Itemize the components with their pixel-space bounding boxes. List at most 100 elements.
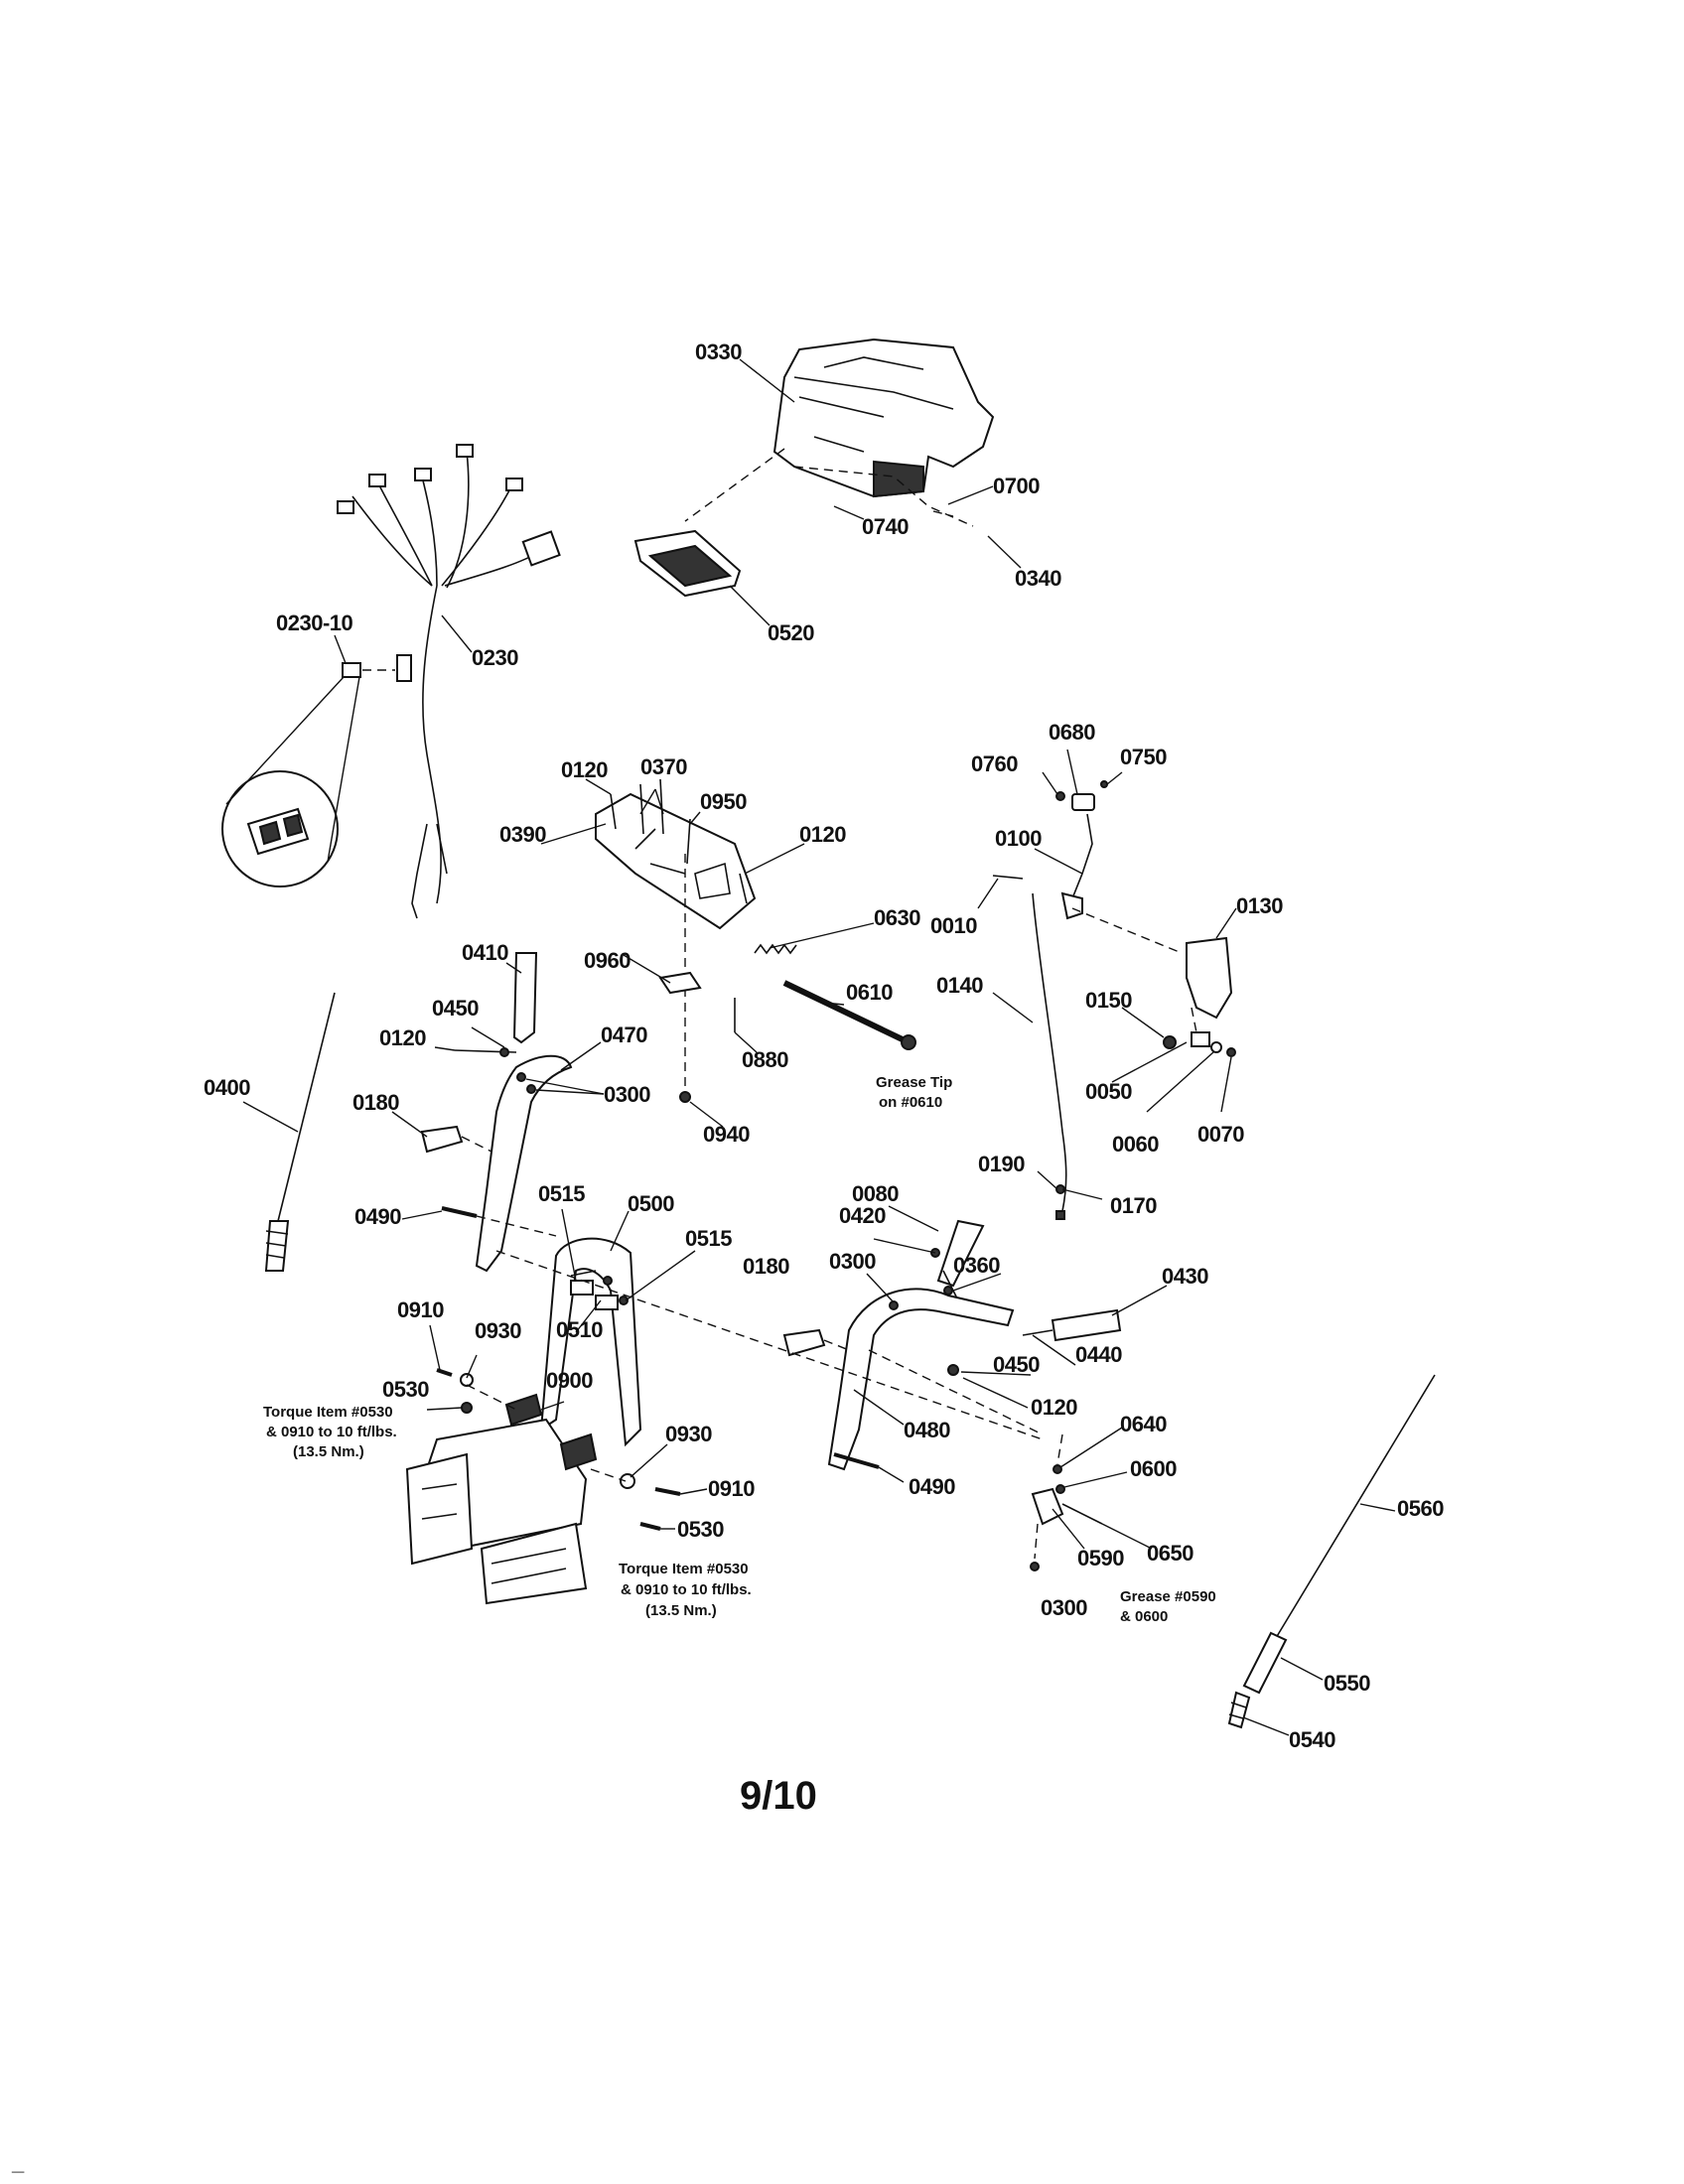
label-0550: 0550 [1324, 1671, 1370, 1696]
label-0560: 0560 [1397, 1496, 1444, 1521]
label-0480: 0480 [904, 1418, 950, 1442]
label-0060: 0060 [1112, 1132, 1159, 1157]
label-0650: 0650 [1147, 1541, 1193, 1566]
label-0100: 0100 [995, 826, 1042, 851]
right-grip-part [947, 1308, 1122, 1376]
label-0515-right: 0515 [685, 1226, 732, 1251]
label-0410: 0410 [462, 940, 508, 965]
label-0540: 0540 [1289, 1727, 1335, 1752]
label-0330: 0330 [695, 340, 742, 364]
label-0300-right-lower: 0300 [1041, 1595, 1087, 1620]
right-lever-grip-part [930, 1219, 985, 1301]
label-0600: 0600 [1130, 1456, 1177, 1481]
label-0400: 0400 [204, 1075, 250, 1100]
label-0490-left: 0490 [354, 1204, 401, 1229]
label-0530-left: 0530 [382, 1377, 429, 1402]
right-lever-part [992, 780, 1108, 920]
label-0230: 0230 [472, 645, 518, 670]
label-0190: 0190 [978, 1152, 1025, 1176]
label-0515-left: 0515 [538, 1181, 585, 1206]
label-0590: 0590 [1077, 1546, 1124, 1570]
left-cable-part [264, 992, 336, 1272]
label-0950: 0950 [700, 789, 747, 814]
label-0880: 0880 [742, 1047, 788, 1072]
label-0120-plate-left: 0120 [561, 757, 608, 782]
left-frame-hardware-part [436, 1368, 517, 1414]
left-clip-part [420, 1125, 492, 1154]
label-0960: 0960 [584, 948, 631, 973]
note-torque-right-line2: & 0910 to 10 ft/lbs. [621, 1581, 752, 1598]
note-torque-left-line2: & 0910 to 10 ft/lbs. [266, 1424, 397, 1440]
left-grip-part [454, 952, 538, 1057]
assembly-lines [495, 448, 1044, 1440]
right-bolt-part [833, 1452, 880, 1469]
label-0940: 0940 [703, 1122, 750, 1147]
leader-lines [242, 358, 1396, 1736]
label-0420: 0420 [839, 1203, 886, 1228]
label-0700: 0700 [993, 474, 1040, 498]
light-bar-part [633, 529, 742, 598]
page-number: 9/10 [740, 1774, 817, 1818]
label-0300-right-upper: 0300 [829, 1249, 876, 1274]
label-0910-right: 0910 [708, 1476, 755, 1501]
label-0120-right: 0120 [1031, 1395, 1077, 1420]
label-0170: 0170 [1110, 1193, 1157, 1218]
label-0760: 0760 [971, 751, 1018, 776]
label-0120-plate-right: 0120 [799, 822, 846, 847]
part-number-labels: 0330 0700 0740 0340 0520 0230-10 0230 01… [204, 340, 1445, 1752]
right-frame-hardware-part [590, 1468, 681, 1531]
label-0750: 0750 [1120, 745, 1167, 769]
label-0150: 0150 [1085, 988, 1132, 1013]
label-0520: 0520 [768, 620, 814, 645]
right-handle-part [827, 1288, 1044, 1471]
label-0300-left: 0300 [604, 1082, 650, 1107]
note-torque-right-line1: Torque Item #0530 [619, 1561, 749, 1577]
control-plate-part [595, 792, 757, 930]
note-grease-0590-line2: & 0600 [1120, 1608, 1168, 1625]
label-0080: 0080 [852, 1181, 899, 1206]
note-grease-tip-line2: on #0610 [879, 1094, 942, 1111]
handle-clamps-part [570, 1276, 629, 1310]
label-0630: 0630 [874, 905, 920, 930]
label-0500: 0500 [628, 1191, 674, 1216]
label-0130: 0130 [1236, 893, 1283, 918]
control-rod-part [1032, 892, 1067, 1220]
label-0900: 0900 [546, 1368, 593, 1393]
label-0450-left: 0450 [432, 996, 479, 1021]
label-0470: 0470 [601, 1023, 647, 1047]
label-0930-left: 0930 [475, 1318, 521, 1343]
label-0450-right: 0450 [993, 1352, 1040, 1377]
label-0120-left: 0120 [379, 1025, 426, 1050]
label-0640: 0640 [1120, 1412, 1167, 1436]
label-0510: 0510 [556, 1317, 603, 1342]
label-0390: 0390 [499, 822, 546, 847]
label-0680: 0680 [1049, 720, 1095, 745]
plate-hardware-part [658, 971, 736, 1103]
fuse-part [221, 662, 395, 887]
spring-rod-part [754, 943, 916, 1050]
label-0180-left: 0180 [352, 1090, 399, 1115]
note-grease-tip-line1: Grease Tip [876, 1074, 952, 1091]
label-0740: 0740 [862, 514, 909, 539]
right-clip-part [782, 1328, 850, 1357]
label-0440: 0440 [1075, 1342, 1122, 1367]
label-0930-right: 0930 [665, 1422, 712, 1446]
wire-harness-part [337, 444, 561, 919]
label-0140: 0140 [936, 973, 983, 998]
label-0360: 0360 [953, 1253, 1000, 1278]
label-0610: 0610 [846, 980, 893, 1005]
label-0530-right: 0530 [677, 1517, 724, 1542]
label-0010: 0010 [930, 913, 977, 938]
note-torque-right-line3: (13.5 Nm.) [645, 1602, 717, 1619]
note-grease-0590-line1: Grease #0590 [1120, 1588, 1216, 1605]
left-handle-part [475, 1054, 573, 1273]
label-0070: 0070 [1197, 1122, 1244, 1147]
footer-mark: _ [11, 2150, 25, 2175]
lower-right-lever-part [1030, 1433, 1103, 1571]
lower-frame-part [405, 1393, 598, 1605]
label-0430: 0430 [1162, 1264, 1208, 1289]
label-0050: 0050 [1085, 1079, 1132, 1104]
note-torque-left-line3: (13.5 Nm.) [293, 1443, 364, 1460]
label-0340: 0340 [1015, 566, 1061, 591]
